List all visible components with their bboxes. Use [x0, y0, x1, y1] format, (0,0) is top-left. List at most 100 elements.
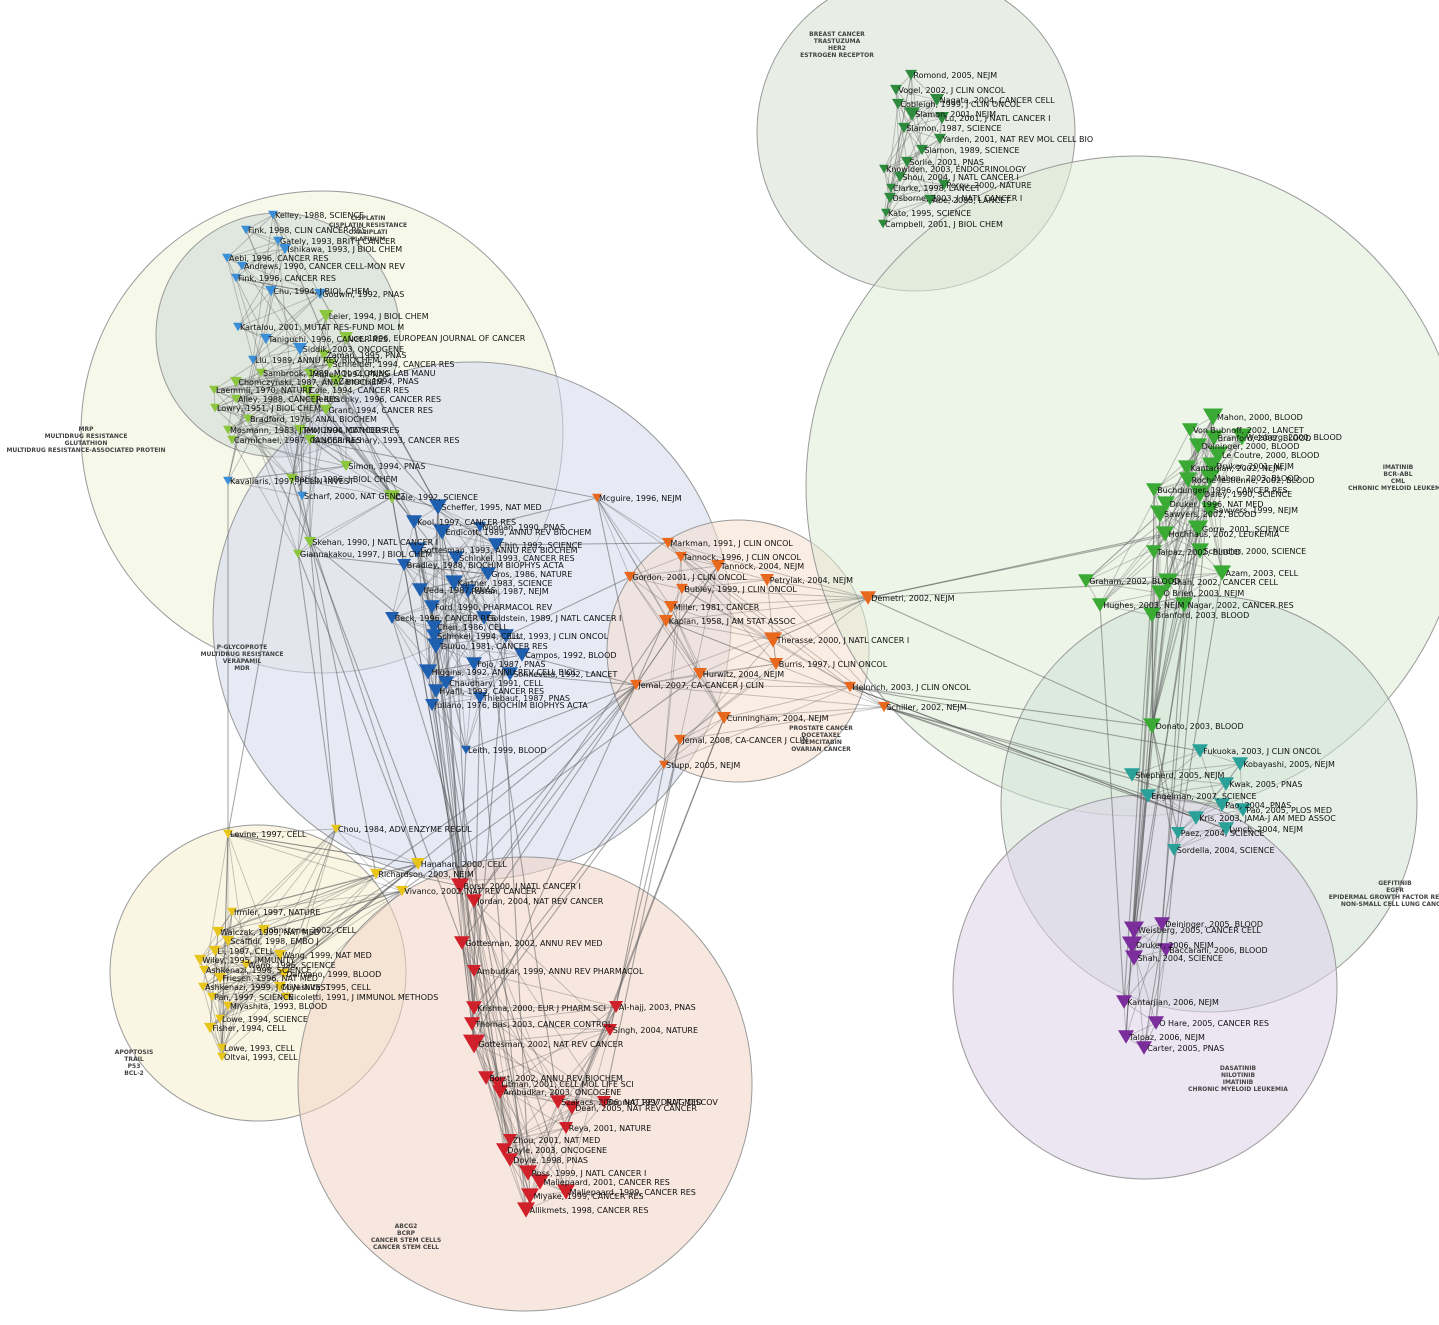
edge-leith-jemal07 [465, 684, 637, 751]
node-marker-reya [559, 1122, 573, 1134]
edge-chen-list [433, 626, 507, 637]
edge-scheffer-higgins [427, 506, 439, 673]
node-marker-fink98 [241, 225, 251, 235]
edge-roche-shah02 [1167, 479, 1189, 583]
edge-endicott-fojo [441, 531, 475, 665]
edge-donato-sordella [1151, 725, 1175, 851]
node-label-bonnet: Bonnet, 1997, NAT MED [607, 1098, 703, 1107]
edge-mcguire-markman [596, 497, 669, 544]
edge-azam-branford03 [1151, 572, 1223, 616]
edge-pastan-ford [431, 590, 469, 608]
edge-gottesman93-pastan [416, 549, 469, 592]
node-label-zaman94: Zaman, 1994, PNAS [339, 377, 419, 386]
edge-thomas-singh [471, 1023, 611, 1031]
edge-druker01-graham [1085, 465, 1213, 582]
edge-slamon01-lu01 [911, 113, 943, 119]
edge-grant-giannakakou [297, 409, 327, 555]
node-label-sonneveld: Sonneveld, 1992, LANCET [513, 670, 617, 679]
node-marker-kaplan [659, 615, 673, 627]
node-label-obrien: O Brien, 2003, NEJM [1164, 589, 1245, 598]
node-label-cobleigh: Cobleigh, 1999, J CLIN ONCOL [900, 100, 1021, 109]
node-marker-fojo [466, 657, 482, 671]
node-label-gottesman02b: Gottesman, 2002, NAT REV CANCER [478, 1040, 623, 1049]
node-label-irmler: Irmler, 1997, NATURE [234, 908, 320, 917]
node-marker-kris [1188, 811, 1204, 825]
node-marker-higgins [419, 664, 437, 680]
edge-higgins-fojo [427, 663, 475, 673]
edge-chomczynski-muller [235, 373, 311, 383]
node-marker-wiley [194, 954, 206, 966]
node-label-reya: Reya, 2001, NATURE [569, 1124, 651, 1133]
edge-giannakakou-gros [297, 553, 489, 575]
node-label-weisberg00: Weisberg, 2000, BLOOD [1246, 433, 1342, 442]
edge-graham-obrien [1085, 580, 1161, 594]
edge-yarden-campbell [882, 138, 941, 225]
edge-hurwitz-jemal07 [635, 673, 701, 686]
edge-chu-kartalou [237, 290, 272, 328]
node-marker-gately [273, 236, 283, 246]
edge-lecoutre-azam [1217, 454, 1223, 574]
node-marker-chen [426, 620, 442, 634]
edge-miller-cunningham [670, 606, 725, 719]
edge-cobleigh-lu01 [897, 103, 943, 119]
node-label-gottesman02a: Gottesman, 2002, ANNU REV MED [465, 939, 602, 948]
edge-bradford-skehan [247, 418, 311, 543]
node-marker-doyle03 [496, 1143, 512, 1157]
node-label-levine: Levine, 1997, CELL [230, 830, 307, 839]
edge-gately-scharf [277, 240, 303, 497]
edge-gately-aebi [226, 240, 279, 259]
node-marker-osborne [884, 192, 896, 204]
edge-dean-zhou [509, 1107, 573, 1141]
edge-thiebaut-leith [465, 697, 481, 751]
edge-godwin-scheffer [319, 293, 439, 508]
node-marker-lu01 [935, 112, 949, 124]
cluster-circle-abcg2 [297, 856, 753, 1312]
node-marker-zaman94 [329, 375, 343, 387]
edge-kartalou-taniguchi [237, 326, 267, 340]
node-marker-simon [340, 460, 352, 472]
node-marker-gros [480, 567, 496, 581]
node-marker-branford03 [1143, 607, 1161, 623]
edge-miller-hurwitz [670, 606, 701, 675]
node-label-mcguire: Mcguire, 1996, NEJM [599, 494, 682, 503]
node-marker-irmler [227, 907, 237, 917]
edge-johnstone-ashkenazi99 [202, 929, 265, 988]
node-label-clarke: Clarke, 1998, LANCET [893, 184, 981, 193]
edge-carmichael-simon [231, 439, 347, 467]
node-label-ambudkar99: Ambudkar, 1999, ANNU REV PHARMACOL [477, 967, 644, 976]
edge-hochhaus-nagar [1164, 533, 1185, 606]
edge-pao05-kris [1195, 809, 1244, 819]
edge-tannock96-tannock04 [680, 556, 719, 567]
edge-ishikawa-aebi [226, 248, 286, 259]
edge-lowry-tew [214, 407, 301, 431]
edge-chin-schinkel93 [455, 544, 497, 559]
edge-jemal07-mcguire [596, 497, 637, 686]
node-label-fisher: Fisher, 1994, CELL [212, 1024, 286, 1033]
edge-endicott-chin [441, 531, 497, 546]
node-marker-cole94 [301, 384, 313, 396]
node-label-sawyers02: Sawyers, 2002, BLOOD [1164, 510, 1257, 519]
node-marker-dean [564, 1101, 580, 1115]
node-label-andrews: Andrews, 1990, CANCER CELL-MON REV [244, 262, 405, 271]
node-marker-sorlie [901, 156, 913, 168]
node-marker-ishikawa [279, 243, 291, 255]
edge-gros-hyafil [435, 573, 489, 692]
edge-jordan-singh [473, 900, 611, 1031]
edge-cole92-scheffer [391, 496, 439, 508]
edge-wiley-wang96 [199, 959, 247, 966]
edge-hanahan-jemal07 [417, 684, 637, 865]
node-marker-roche [1179, 472, 1197, 488]
node-label-loe: Loe, 1996, EUROPEAN JOURNAL OF CANCER [349, 334, 526, 343]
edge-donato-shah02 [1151, 581, 1169, 727]
edge-abe-campbell [882, 199, 931, 225]
edge-slamon89-clarke [890, 149, 923, 189]
node-marker-daley [1190, 485, 1210, 503]
edge-ambudkar99-borst02 [473, 970, 487, 1079]
node-label-slamon87: Slamon, 1987, SCIENCE [906, 124, 1001, 133]
node-label-vivanco: Vivanco, 2002, NAT REV CANCER [404, 887, 537, 896]
node-marker-deininger05 [1154, 917, 1170, 931]
edge-shou-perou [899, 176, 945, 186]
edge-fink96-godwin [235, 277, 321, 295]
